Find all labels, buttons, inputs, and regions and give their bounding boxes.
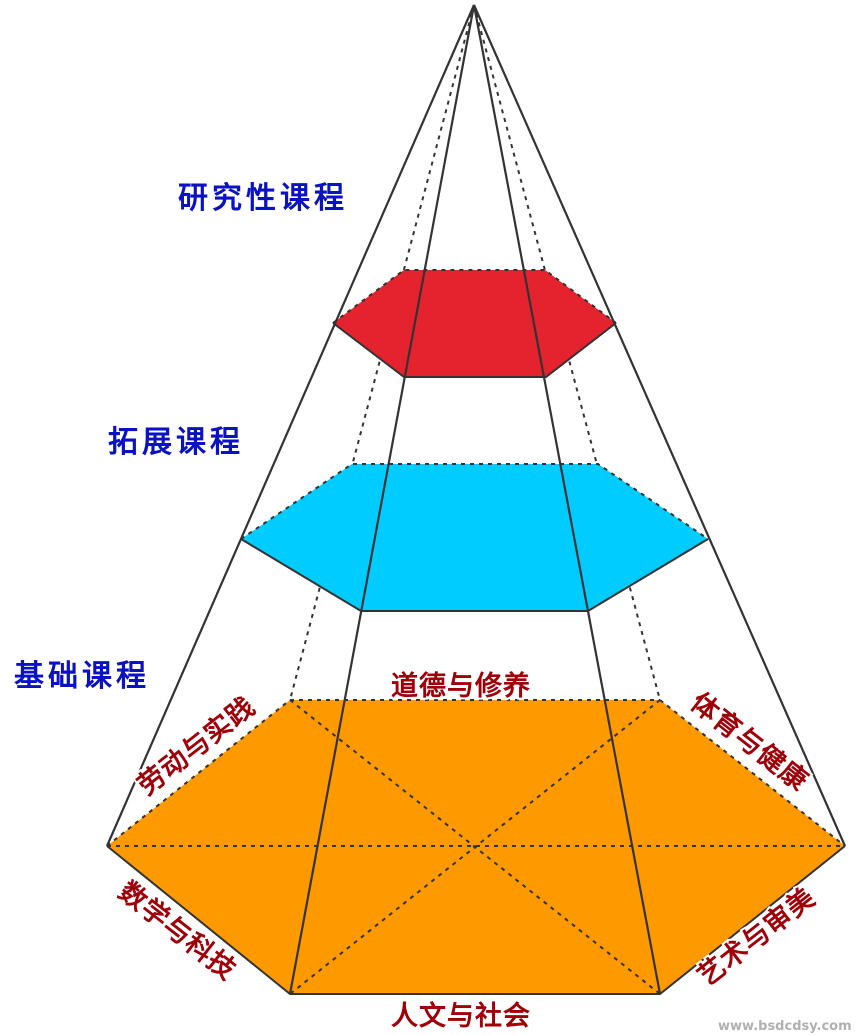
middle-layer-hexagon bbox=[241, 464, 708, 611]
watermark: www.bsdcdsy.com bbox=[718, 1019, 852, 1034]
level-label-research: 研究性课程 bbox=[178, 181, 348, 216]
level-label-extended: 拓展课程 bbox=[108, 425, 244, 460]
top-solid-edges bbox=[332, 322, 617, 378]
domain-label-humanities: 人文与社会 bbox=[391, 1000, 531, 1032]
pyramid-edges bbox=[105, 4, 847, 995]
base-dashed-lines bbox=[106, 4, 846, 995]
top-dashed-edges bbox=[332, 269, 617, 324]
domain-label-moral: 道德与修养 bbox=[391, 670, 531, 702]
base-solid-edges bbox=[106, 845, 846, 995]
middle-dashed-edges bbox=[240, 463, 709, 540]
top-layer-hexagon bbox=[333, 270, 616, 377]
middle-solid-edges bbox=[240, 538, 709, 612]
level-label-basic: 基础课程 bbox=[14, 659, 150, 694]
